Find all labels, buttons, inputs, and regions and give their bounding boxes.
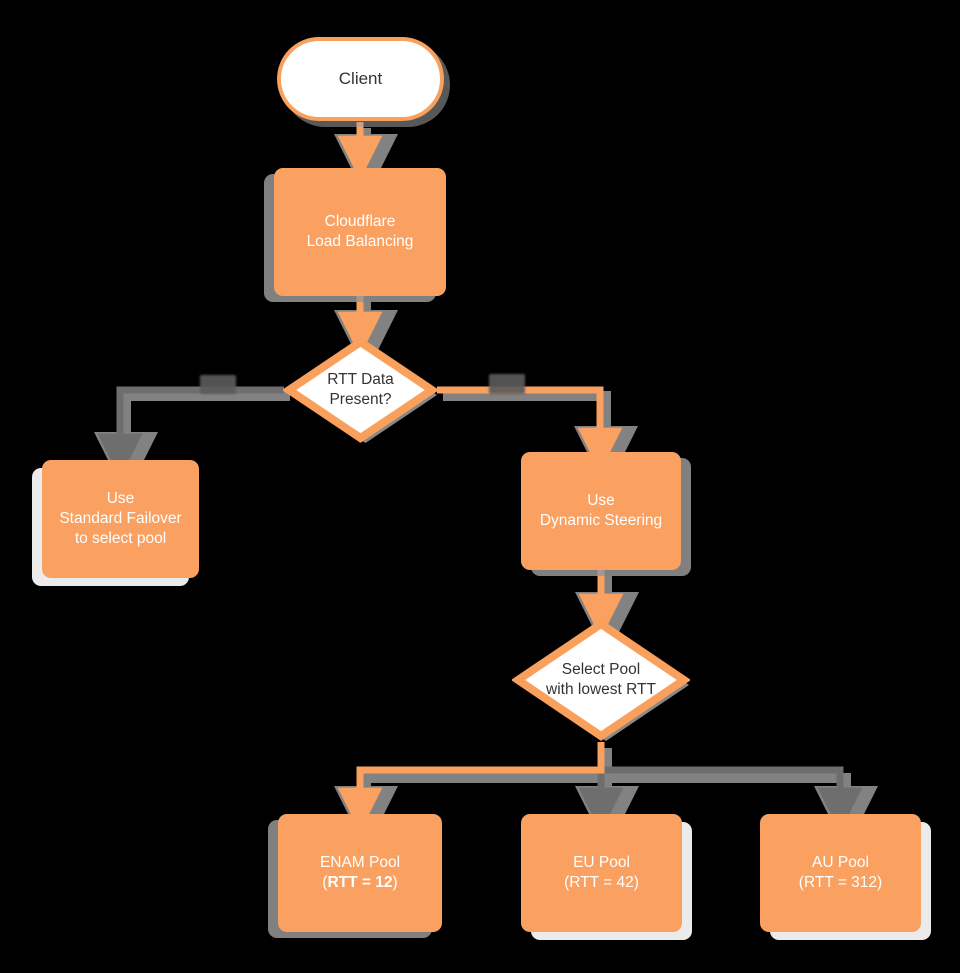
rtt-decision-diamond-shape <box>283 337 438 443</box>
edge-label-yes <box>489 374 525 394</box>
enam-paren-close: ) <box>392 874 398 891</box>
node-standard-failover[interactable]: Use Standard Failover to select pool <box>42 460 199 578</box>
node-rtt-decision-line1: RTT Data <box>327 370 394 388</box>
node-au-pool-line2: (RTT = 312) <box>798 874 883 891</box>
node-rtt-decision-label: RTT Data Present? <box>283 370 438 410</box>
node-load-balancing-line2: Load Balancing <box>306 233 414 250</box>
node-select-pool-label: Select Pool with lowest RTT <box>512 660 690 700</box>
node-eu-pool-line2: (RTT = 42) <box>564 874 639 891</box>
edge-decision-to-steering <box>437 386 623 473</box>
edge-select-to-au <box>601 766 863 833</box>
edge-select-to-enam <box>337 742 605 833</box>
node-client-label: Client <box>338 69 383 89</box>
node-dynamic-steering-line2: Dynamic Steering <box>539 512 663 529</box>
node-standard-failover-line3: to select pool <box>74 529 167 547</box>
node-enam-pool-line1: ENAM Pool <box>319 854 401 872</box>
node-select-pool-line2: with lowest RTT <box>546 681 656 698</box>
select-pool-diamond-shape <box>512 619 690 741</box>
node-au-pool[interactable]: AU Pool (RTT = 312) <box>760 814 921 932</box>
node-client[interactable]: Client <box>277 37 444 121</box>
node-rtt-decision[interactable]: RTT Data Present? <box>283 334 438 446</box>
node-load-balancing-line1: Cloudflare <box>324 213 396 231</box>
node-eu-pool[interactable]: EU Pool (RTT = 42) <box>521 814 682 932</box>
node-dynamic-steering-line1: Use <box>587 492 615 510</box>
node-eu-pool-line1: EU Pool <box>573 854 630 872</box>
node-select-pool[interactable]: Select Pool with lowest RTT <box>512 616 690 744</box>
node-dynamic-steering[interactable]: Use Dynamic Steering <box>521 452 681 570</box>
node-standard-failover-line2: Standard Failover <box>59 510 182 528</box>
node-rtt-decision-line2: Present? <box>329 391 392 408</box>
node-select-pool-line1: Select Pool <box>561 660 641 678</box>
node-enam-pool-rtt: (RTT = 12) <box>320 873 400 893</box>
node-load-balancing[interactable]: Cloudflare Load Balancing <box>274 168 446 296</box>
node-enam-pool[interactable]: ENAM Pool (RTT = 12) <box>278 814 442 932</box>
enam-paren-open: ( <box>322 874 328 891</box>
edge-label-no <box>200 375 236 394</box>
node-standard-failover-line1: Use <box>106 490 135 508</box>
enam-rtt-value: RTT = 12 <box>327 874 393 891</box>
node-au-pool-line1: AU Pool <box>812 854 869 872</box>
edge-decision-to-failover <box>97 386 284 479</box>
